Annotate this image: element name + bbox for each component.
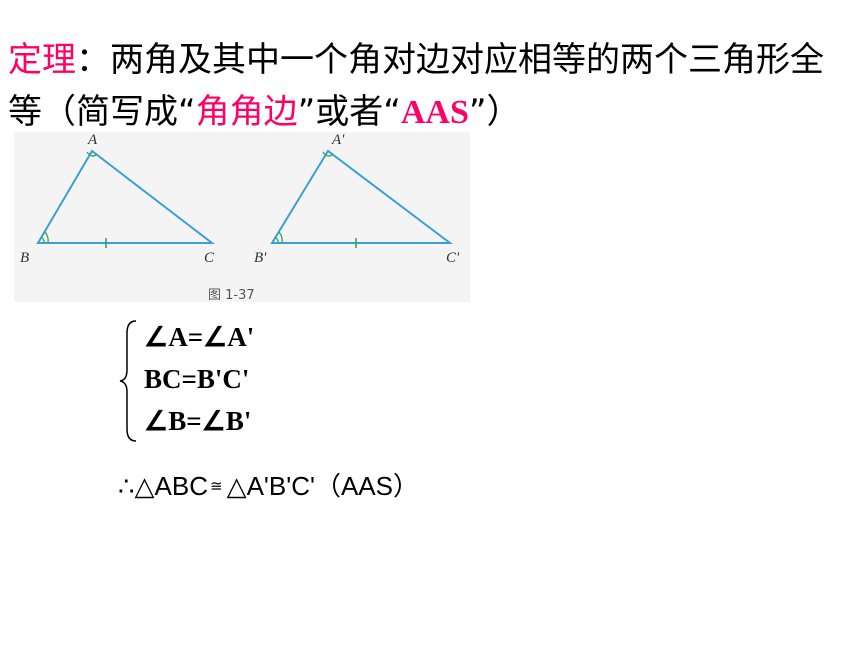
- theorem-text: 两角及其中一个角对边对应相等的两个三角形全等（简写成: [8, 40, 824, 132]
- angle-mark-b-prime-2: [274, 236, 279, 244]
- left-brace: [119, 320, 137, 442]
- quote-close: ”: [297, 92, 316, 132]
- label-c: C: [204, 250, 215, 266]
- congruent-symbol: ≅: [210, 478, 223, 495]
- therefore-symbol: ∴: [118, 471, 135, 501]
- triangle-a-b-c-prime: [270, 149, 453, 244]
- angle-mark-a-prime: [322, 151, 334, 157]
- figure-caption: 图 1-37: [208, 288, 255, 302]
- conditions-block: ∠A=∠A' BC=B'C' ∠B=∠B': [118, 318, 418, 444]
- theorem-or: 或者: [315, 92, 384, 132]
- theorem-colon: ：: [76, 40, 110, 80]
- label-a: A: [87, 132, 98, 148]
- theorem-short-name: 角角边: [195, 92, 298, 132]
- label-c-prime: C′: [446, 250, 460, 266]
- angle-mark-b-2: [40, 236, 45, 244]
- quote-open: “: [178, 92, 196, 132]
- theorem-statement: 定理：两角及其中一个角对边对应相等的两个三角形全等（简写成“角角边”或者“AAS…: [8, 34, 848, 139]
- theorem-abbr: AAS: [400, 94, 469, 131]
- label-b-prime: B′: [254, 250, 267, 266]
- label-a-prime: A′: [331, 132, 345, 148]
- triangle-figure: A B C A′ B′ C′ 图 1-37: [14, 132, 470, 302]
- triangle-abc-text: △ABC: [134, 471, 209, 501]
- figure-background: [14, 132, 470, 302]
- angle-mark-a: [86, 151, 98, 157]
- conclusion: ∴△ABC≅△A'B'C'（AAS）: [118, 466, 419, 503]
- quote-close-2: ”: [468, 92, 487, 132]
- theorem-label: 定理: [8, 40, 76, 80]
- condition-angle-b: ∠B=∠B': [144, 406, 252, 436]
- angle-mark-b-prime-1: [278, 231, 283, 244]
- triangle-abc: [36, 149, 215, 244]
- quote-open-2: “: [383, 92, 401, 132]
- triangle-figure-svg: A B C A′ B′ C′ 图 1-37: [14, 132, 470, 302]
- theorem-end: ）: [486, 92, 521, 132]
- triangle-prime-text: △A'B'C'（AAS）: [226, 471, 419, 501]
- condition-side-bc: BC=B'C': [144, 364, 250, 394]
- angle-mark-b-1: [44, 231, 49, 244]
- label-b: B: [20, 250, 29, 266]
- condition-angle-a: ∠A=∠A': [144, 322, 255, 352]
